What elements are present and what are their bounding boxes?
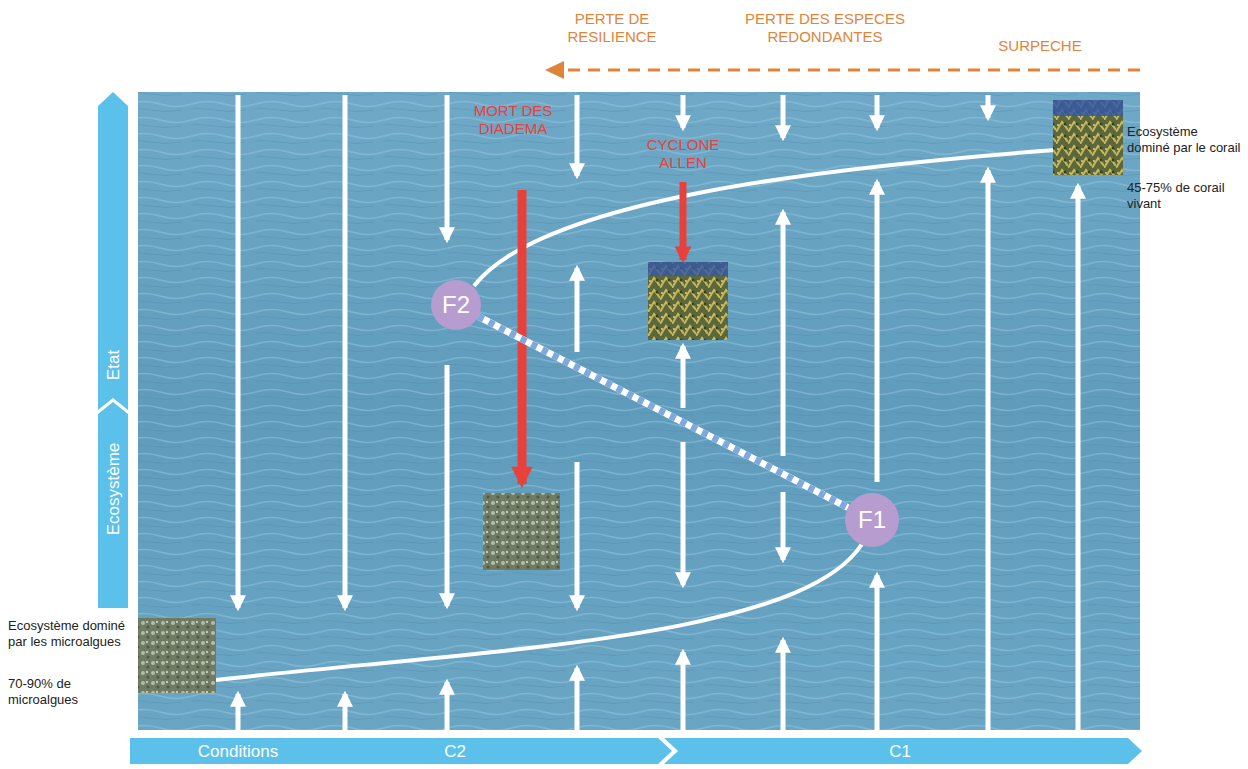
point-label: F1 [858,508,886,532]
axis-label: C1 [889,743,911,760]
unstable-branch-line [478,316,848,507]
state-arrows [238,95,1078,730]
axis-label: Ecosystème [105,442,122,535]
event-label: CYCLONE ALLEN [633,136,733,172]
upper-stable-branch [474,150,1055,286]
pressure-arrow [545,61,1140,79]
cyclone-arrow [680,182,687,260]
state-description: Ecosystème dominé par les microalgues [8,618,134,649]
axis-label: Conditions [198,743,278,760]
coral-photo [1053,100,1123,175]
event-label: MORT DES DIADEMA [453,102,573,138]
axis-band: C1 [664,738,1142,764]
algae-photo [483,493,560,570]
water-background [138,92,1140,730]
bifurcation-point: F2 [431,280,481,330]
bifurcation-point: F1 [845,493,899,547]
axis-band: Etat [98,92,128,410]
axis-band: Ecosystème [98,402,128,608]
pressure-label: PERTE DE RESILIENCE [552,10,672,46]
algae-photo [138,618,216,693]
state-value: 45-75% de corail vivant [1127,180,1243,211]
pressure-label: SURPECHE [980,37,1100,55]
unstable-branch-line [478,316,848,507]
axis-band: Conditions C2 [130,738,672,764]
state-description: Ecosystème dominé par le corail [1127,124,1243,155]
damaged-coral-photo [648,262,728,340]
point-label: F2 [442,293,470,317]
axis-label: Etat [105,350,122,380]
pressure-label: PERTE DES ESPECES REDONDANTES [725,10,925,46]
unstable-branch [478,316,848,507]
state-value: 70-90% de microalgues [8,676,134,707]
water-texture [138,92,1140,730]
axis-label: C2 [444,743,466,760]
